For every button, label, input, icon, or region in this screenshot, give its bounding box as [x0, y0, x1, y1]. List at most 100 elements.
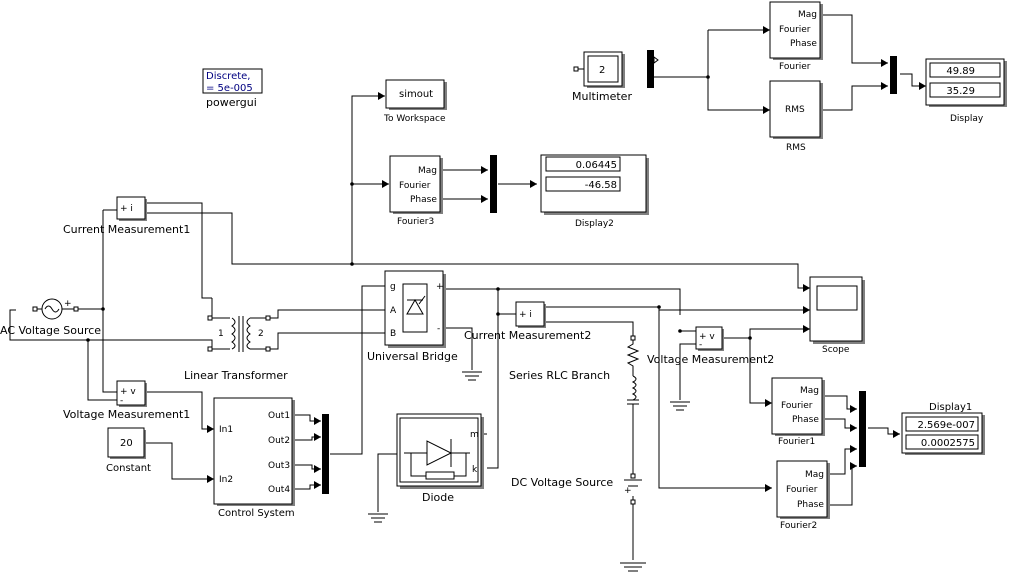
- current-measurement1[interactable]: + i Current Measurement1: [63, 196, 190, 236]
- fourier1-label: Fourier1: [778, 437, 815, 447]
- transformer-port1: 1: [218, 329, 224, 339]
- rms-block[interactable]: RMS RMS: [769, 80, 823, 153]
- powergui-label: powergui: [206, 96, 257, 109]
- dc-voltage-source[interactable]: + DC Voltage Source: [511, 473, 642, 505]
- vm2-port: + v: [699, 332, 715, 342]
- mux-fourier3[interactable]: [490, 155, 497, 213]
- multimeter-value: 2: [599, 65, 605, 76]
- control-in2: In2: [219, 475, 233, 485]
- ac-voltage-source-label: AC Voltage Source: [0, 324, 101, 337]
- fourier3-fourier: Fourier: [399, 181, 431, 191]
- scope-block[interactable]: Scope: [809, 276, 865, 355]
- bridge-port-g: g: [390, 282, 396, 292]
- fourier2-mag: Mag: [805, 470, 824, 480]
- bridge-port-plus: +: [436, 282, 444, 292]
- series-rlc-label: Series RLC Branch: [509, 369, 610, 382]
- arrowheads: [207, 26, 926, 492]
- fourier3-block[interactable]: Mag Fourier Phase Fourier3: [389, 155, 443, 227]
- mux-display1[interactable]: [859, 391, 866, 467]
- to-workspace-var: simout: [399, 89, 433, 100]
- fourier1-mag: Mag: [800, 386, 819, 396]
- vm1-minus: -: [120, 396, 123, 406]
- fourier-block[interactable]: Mag Fourier Phase Fourier: [769, 1, 823, 72]
- control-in1: In1: [219, 425, 233, 435]
- dc-voltage-source-label: DC Voltage Source: [511, 476, 613, 489]
- control-out2: Out2: [268, 436, 290, 446]
- bridge-port-a: A: [390, 306, 397, 316]
- bridge-port-minus: -: [437, 324, 440, 334]
- fourier3-phase: Phase: [410, 195, 437, 205]
- ground-dc: [620, 562, 646, 572]
- current-measurement2-label: Current Measurement2: [464, 329, 591, 342]
- linear-transformer-label: Linear Transformer: [184, 369, 288, 382]
- to-workspace[interactable]: simout To Workspace: [383, 79, 447, 124]
- display-block[interactable]: 49.89 35.29 Display: [925, 58, 1007, 124]
- cm2-port: + i: [519, 310, 532, 320]
- junctions: [86, 75, 752, 342]
- transformer-port2: 2: [258, 329, 264, 339]
- fourier1-block[interactable]: Mag Fourier Phase Fourier1: [771, 377, 825, 447]
- voltage-measurement2[interactable]: + v - Voltage Measurement2: [647, 326, 774, 366]
- display1-label: Display1: [929, 402, 972, 413]
- constant-block[interactable]: 20 Constant: [106, 427, 151, 474]
- universal-bridge[interactable]: g A B + - Universal Bridge: [367, 270, 458, 363]
- voltage-measurement1[interactable]: + v - Voltage Measurement1: [63, 380, 190, 421]
- ground-diode: [368, 513, 388, 523]
- powergui-block[interactable]: Discrete, = 5e-005 powergui: [202, 68, 263, 109]
- display1-top-value: 2.569e-007: [918, 420, 975, 431]
- universal-bridge-label: Universal Bridge: [367, 350, 458, 363]
- dc-plus: +: [624, 486, 632, 496]
- fourier-fourier: Fourier: [779, 25, 811, 35]
- bridge-port-b: B: [390, 329, 396, 339]
- fourier-mag: Mag: [798, 10, 817, 20]
- display2-bottom-value: -46.58: [585, 180, 617, 191]
- series-rlc-branch[interactable]: Series RLC Branch: [509, 335, 640, 408]
- voltage-measurement1-label: Voltage Measurement1: [63, 408, 190, 421]
- mux-display[interactable]: [890, 56, 897, 94]
- diode-label: Diode: [422, 491, 454, 504]
- multimeter-label: Multimeter: [572, 90, 632, 103]
- demux-multimeter[interactable]: [647, 50, 654, 88]
- ac-source-plus: +: [64, 299, 72, 309]
- control-out4: Out4: [268, 485, 290, 495]
- display-label: Display: [950, 114, 984, 124]
- constant-value: 20: [120, 438, 133, 449]
- cm1-port: + i: [120, 204, 133, 214]
- to-workspace-label: To Workspace: [383, 114, 446, 124]
- wires: [9, 14, 926, 560]
- diode-port-m: m: [470, 430, 479, 440]
- fourier1-fourier: Fourier: [781, 401, 813, 411]
- control-system-label: Control System: [218, 508, 295, 519]
- display1-block[interactable]: 2.569e-007 0.0002575 Display1: [901, 402, 985, 455]
- voltage-measurement2-label: Voltage Measurement2: [647, 353, 774, 366]
- display-bottom-value: 35.29: [946, 86, 975, 97]
- display2-top-value: 0.06445: [576, 160, 617, 171]
- control-system[interactable]: In1 In2 Out1 Out2 Out3 Out4 Control Syst…: [213, 397, 295, 519]
- diode[interactable]: m k Diode: [396, 413, 484, 504]
- scope-label: Scope: [822, 345, 850, 355]
- multimeter-block[interactable]: 2 Multimeter: [572, 51, 632, 103]
- ground-vm2: [670, 401, 690, 411]
- diode-port-k: k: [472, 465, 478, 475]
- fourier2-block[interactable]: Mag Fourier Phase Fourier2: [776, 460, 830, 531]
- mux-control[interactable]: [322, 414, 329, 494]
- constant-label: Constant: [106, 463, 151, 474]
- ac-voltage-source[interactable]: + AC Voltage Source: [0, 298, 101, 337]
- linear-transformer[interactable]: 1 2 Linear Transformer: [184, 298, 288, 382]
- powergui-line1: Discrete,: [206, 71, 250, 82]
- display-top-value: 49.89: [946, 66, 975, 77]
- current-measurement1-label: Current Measurement1: [63, 223, 190, 236]
- display2-label: Display2: [575, 219, 614, 229]
- current-measurement2[interactable]: + i Current Measurement2: [464, 301, 591, 342]
- powergui-line2: = 5e-005: [206, 83, 253, 94]
- rms-inner: RMS: [785, 105, 805, 115]
- fourier2-phase: Phase: [797, 500, 824, 510]
- control-out1: Out1: [268, 411, 290, 421]
- vm2-minus: -: [699, 340, 702, 350]
- rms-label: RMS: [786, 143, 806, 153]
- fourier3-label: Fourier3: [397, 217, 434, 227]
- display2-block[interactable]: 0.06445 -46.58 Display2: [540, 154, 649, 229]
- fourier2-label: Fourier2: [780, 521, 817, 531]
- fourier3-mag: Mag: [418, 166, 437, 176]
